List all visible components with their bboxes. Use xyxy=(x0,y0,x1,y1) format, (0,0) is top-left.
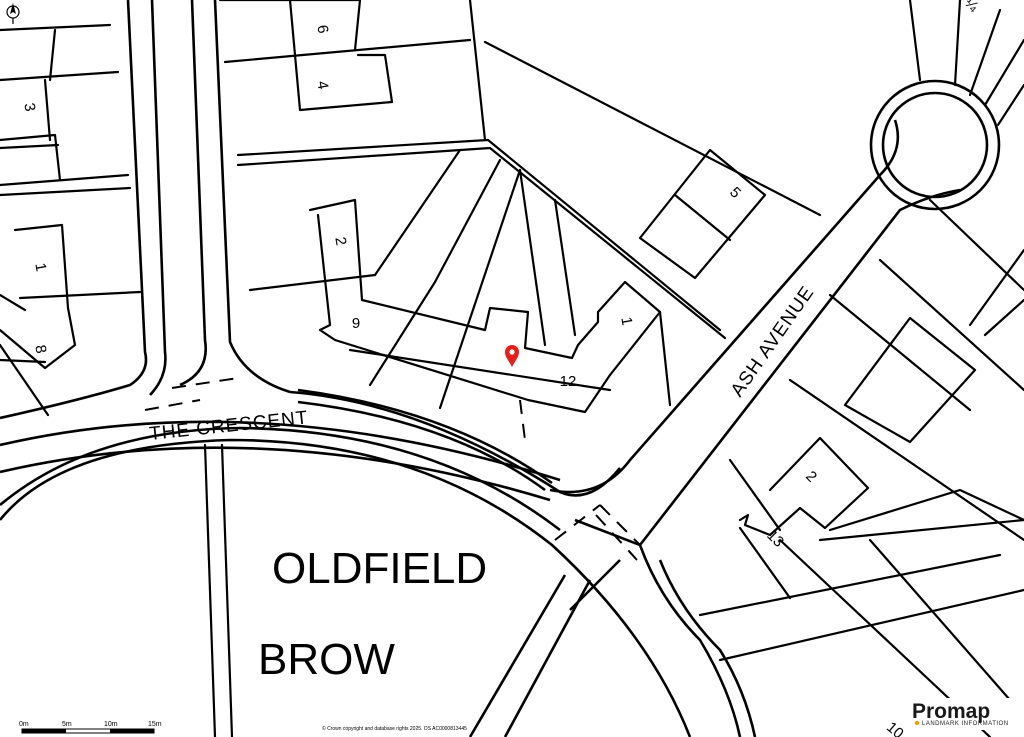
location-marker-icon xyxy=(505,345,519,367)
house-number-1b: 1 xyxy=(617,316,635,327)
north-arrow-icon xyxy=(6,3,20,24)
road-label-ash-avenue: ASH AVENUE xyxy=(727,282,819,401)
road-lines xyxy=(0,0,1001,737)
house-number-13: 13 xyxy=(763,527,787,551)
area-labels: OLDFIELD BROW xyxy=(258,544,487,684)
road-dashes xyxy=(144,377,641,561)
area-name-line1: OLDFIELD xyxy=(272,544,487,593)
house-number-12: 12 xyxy=(560,373,577,390)
house-number-6: 6 xyxy=(313,24,331,35)
house-number-10: 10 xyxy=(883,719,907,737)
house-number-8: 8 xyxy=(31,344,49,355)
house-number-3: 3 xyxy=(20,102,38,113)
copyright-notice: © Crown copyright and database rights 20… xyxy=(322,725,467,732)
scale-label-0: 0m xyxy=(19,721,29,728)
brand-name: Promap xyxy=(912,700,990,723)
brand-dot-icon xyxy=(914,720,920,726)
house-number-2b: 2 xyxy=(802,468,820,486)
house-number-4: 4 xyxy=(313,80,331,91)
scale-label-15: 15m xyxy=(148,721,162,728)
scale-label-10: 10m xyxy=(104,721,118,728)
house-number-5: 5 xyxy=(726,184,744,202)
area-name-line2: BROW xyxy=(258,635,395,684)
house-number-2: 2 xyxy=(331,236,349,247)
brand-subtitle: LANDMARK INFORMATION xyxy=(922,721,1009,727)
scale-bar: 0m 5m 10m 15m xyxy=(19,721,162,734)
road-labels: THE CRESCENT ASH AVENUE xyxy=(148,282,818,445)
house-number-quarter: ¼ xyxy=(961,0,982,16)
promap-logo: Promap LANDMARK INFORMATION xyxy=(908,698,1016,730)
house-number-1: 1 xyxy=(31,262,49,273)
scale-label-5: 5m xyxy=(62,721,72,728)
house-number-9: 9 xyxy=(352,315,360,332)
